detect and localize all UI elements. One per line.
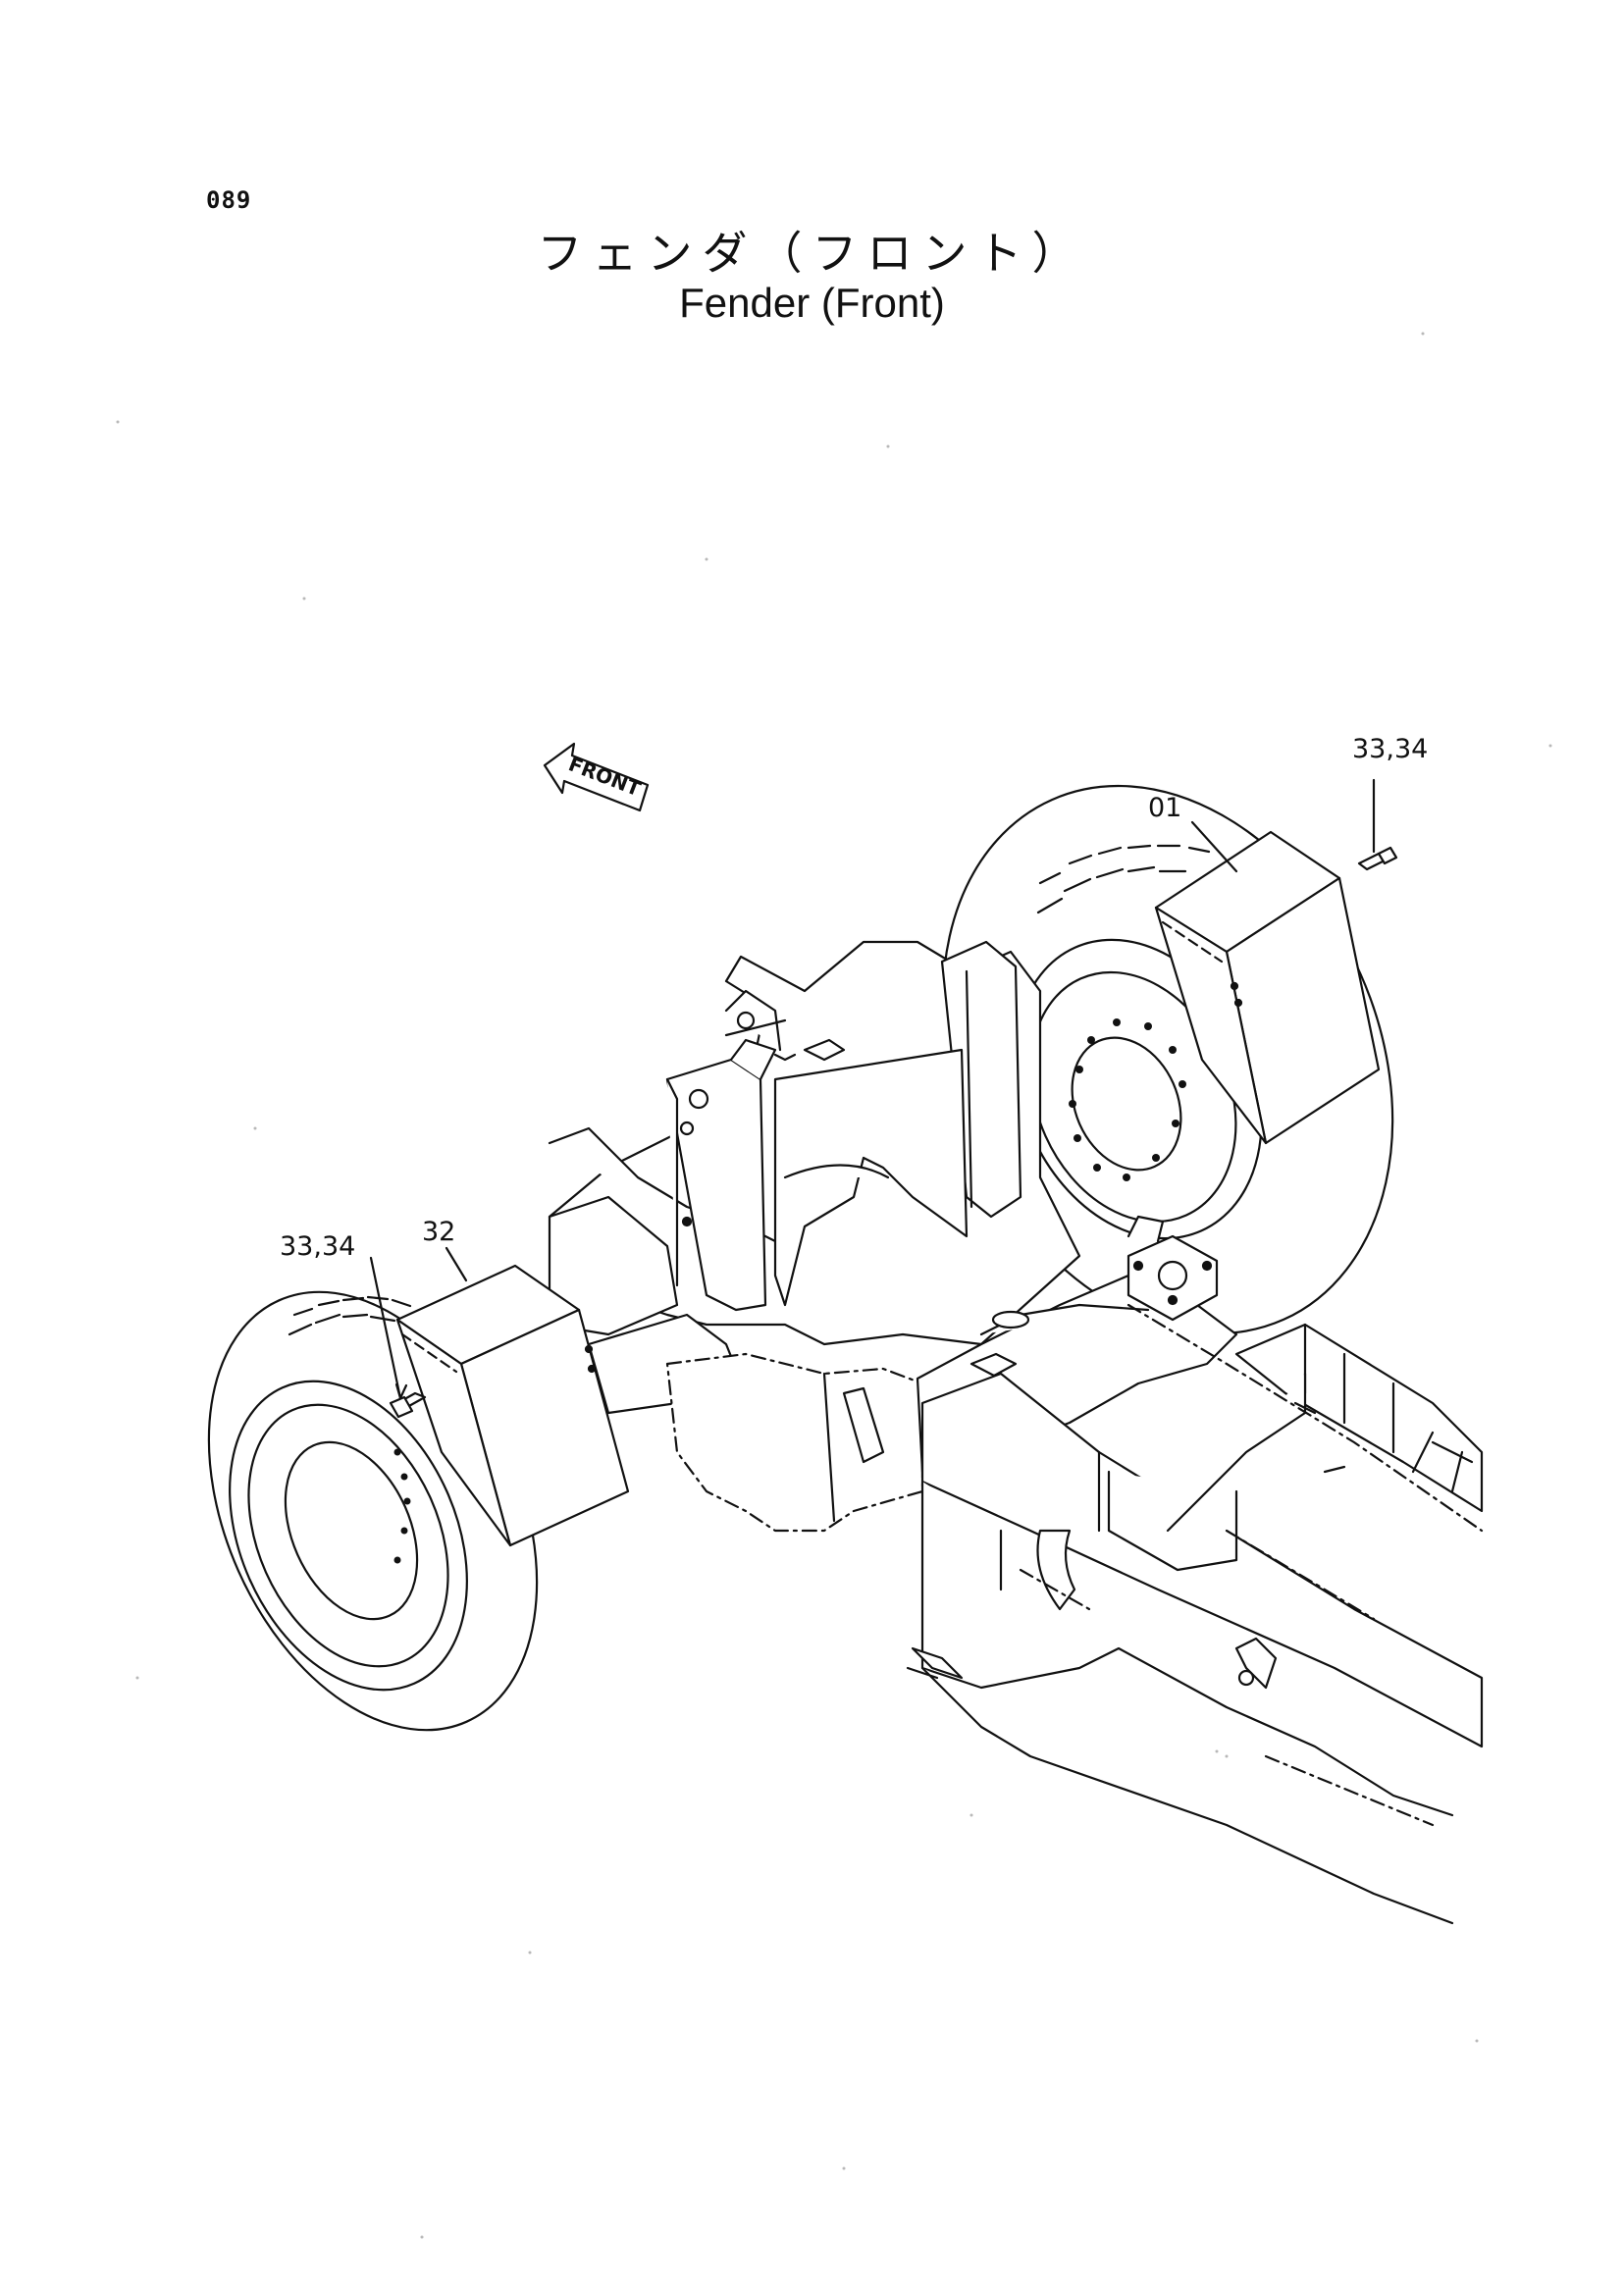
hidden-line-4 bbox=[1019, 1568, 1091, 1611]
page-number: 089 bbox=[206, 186, 252, 214]
hidden-line-2 bbox=[1225, 1529, 1376, 1621]
leader-left-fender bbox=[445, 1246, 468, 1282]
main-rail bbox=[906, 1323, 1484, 1925]
page-title-english: Fender (Front) bbox=[679, 280, 945, 326]
left-wheel-lug-holes bbox=[393, 1448, 411, 1564]
callout-left-fender: 32 bbox=[422, 1217, 456, 1247]
axle-frame bbox=[548, 940, 1081, 1415]
leader-arrowhead bbox=[394, 1382, 408, 1400]
right-fender bbox=[1154, 830, 1381, 1145]
left-fender bbox=[395, 1264, 630, 1547]
page-title-japanese: フェンダ（フロント） bbox=[537, 227, 1087, 280]
leader-right-fender bbox=[1190, 820, 1238, 873]
right-wheel-lug-holes bbox=[1069, 1018, 1186, 1181]
scan-speckle bbox=[116, 332, 1552, 2239]
leader-left-bolts bbox=[369, 1256, 402, 1400]
callout-right-bolts: 33,34 bbox=[1352, 734, 1429, 764]
front-arrow-icon: FRONT bbox=[543, 742, 650, 812]
hidden-line bbox=[1126, 1303, 1484, 1533]
callout-right-fender: 01 bbox=[1148, 793, 1182, 823]
right-bolt-icon bbox=[1357, 846, 1398, 871]
callout-left-bolts: 33,34 bbox=[280, 1231, 356, 1262]
left-bolt-icon bbox=[389, 1391, 427, 1419]
front-arrow-label: FRONT bbox=[565, 752, 644, 801]
hidden-line-3 bbox=[1264, 1754, 1435, 1827]
